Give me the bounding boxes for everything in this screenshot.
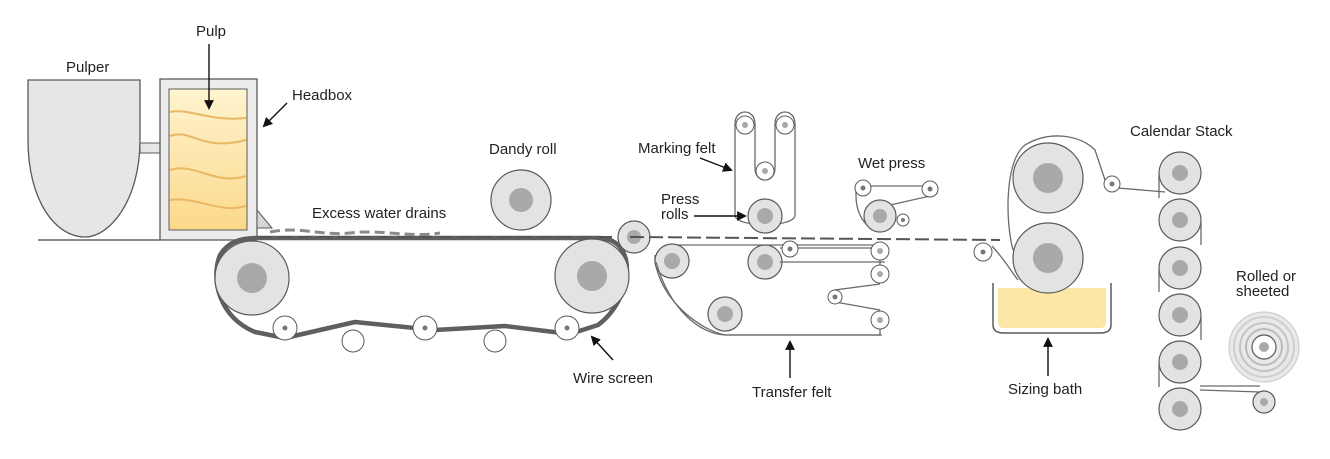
transfer-roll: [870, 241, 890, 261]
drain-water: [269, 228, 441, 237]
pulp-swirl: [169, 198, 247, 210]
sizing-roll-bottom: [1012, 222, 1084, 294]
label-excess-water: Excess water drains: [312, 205, 446, 222]
table-roll: [341, 329, 365, 353]
table-roll: [272, 315, 298, 341]
press-roll-top: [747, 198, 783, 234]
transfer-roll: [827, 289, 843, 305]
sizing-bath-tank: [992, 283, 1112, 334]
wet-press-roll: [896, 213, 910, 227]
table-roll: [412, 315, 438, 341]
wet-press-main-roll: [863, 199, 897, 233]
headbox-pulp: [168, 88, 248, 231]
label-sizing-bath: Sizing bath: [1008, 381, 1082, 398]
guide-roll: [973, 242, 993, 262]
pulper-tank: [27, 79, 141, 238]
transfer-roll: [707, 296, 743, 332]
label-press-rolls-2: rolls: [661, 206, 689, 223]
calendar-roll: [1158, 198, 1202, 242]
label-headbox: Headbox: [292, 87, 353, 104]
wire-roll-left: [214, 240, 290, 316]
label-wire-screen: Wire screen: [573, 370, 653, 387]
web-to-calendar: [1117, 187, 1166, 193]
calendar-roll: [1158, 246, 1202, 290]
label-rolled-1: Rolled or: [1236, 268, 1296, 285]
web-through-calendar: [1158, 175, 1202, 387]
pulp-swirl: [169, 167, 247, 180]
wet-press-roll: [921, 180, 939, 198]
wet-press-roll: [854, 179, 872, 197]
transfer-roll: [654, 243, 690, 279]
calendar-roll: [1158, 151, 1202, 195]
web-over-sizing: [1007, 135, 1106, 251]
calendar-roll: [1158, 293, 1202, 337]
sizing-roll-top: [1012, 142, 1084, 214]
sizing-bath-liquid: [998, 288, 1106, 328]
pulp-swirl: [169, 133, 247, 145]
label-press-rolls-1: Press: [661, 191, 699, 208]
pulper-pipe: [139, 142, 163, 154]
felt-roll: [755, 161, 775, 181]
wire-roll-right: [554, 238, 630, 314]
press-roll-bottom: [747, 244, 783, 280]
wire-screen-arrow: [590, 335, 614, 361]
label-marking-felt: Marking felt: [638, 140, 716, 157]
reel-guide-roll: [1252, 390, 1276, 414]
headbox-arrow: [262, 102, 288, 128]
transfer-roll: [781, 240, 799, 258]
felt-roll: [735, 115, 755, 135]
felt-roll: [775, 115, 795, 135]
label-transfer-felt: Transfer felt: [752, 384, 832, 401]
transfer-felt-loopback: [655, 261, 726, 336]
table-roll: [554, 315, 580, 341]
label-pulper: Pulper: [66, 59, 109, 76]
headbox-slice: [256, 208, 274, 229]
paper-web: [629, 236, 1001, 241]
label-wet-press: Wet press: [858, 155, 925, 172]
label-pulp: Pulp: [196, 23, 226, 40]
paper-reel: [1228, 311, 1300, 383]
dandy-roll: [490, 169, 552, 231]
web-to-reel: [1199, 389, 1261, 393]
transfer-roll: [870, 264, 890, 284]
pulp-swirl: [169, 110, 247, 120]
label-calendar-stack: Calendar Stack: [1130, 123, 1233, 140]
guide-roll: [1103, 175, 1121, 193]
calendar-roll: [1158, 387, 1202, 431]
label-rolled-2: sheeted: [1236, 283, 1289, 300]
calendar-roll: [1158, 340, 1202, 384]
transfer-roll: [870, 310, 890, 330]
label-dandy-roll: Dandy roll: [489, 141, 557, 158]
web-to-sizing: [991, 245, 1019, 281]
marking-felt-arrow: [699, 157, 733, 172]
table-roll: [483, 329, 507, 353]
